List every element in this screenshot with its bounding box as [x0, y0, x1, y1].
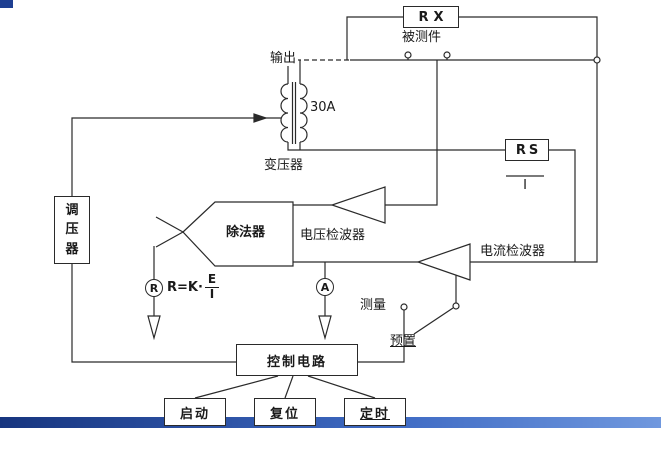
transformer-label: 变压器: [264, 158, 304, 173]
rx-left-lead: [346, 16, 403, 60]
reset-box: 复位: [254, 398, 316, 426]
bottom-accent-bar: [0, 417, 661, 428]
a-meter-circle: A: [316, 278, 334, 296]
voltage-detector-triangle: [330, 186, 386, 224]
control-reset-wire: [284, 375, 294, 399]
dut-label: 被测件: [402, 30, 442, 45]
start-box: 启动: [164, 398, 226, 426]
divider-lead-upper: [155, 216, 184, 233]
control-circuit-box: 控制电路: [236, 344, 358, 376]
wires: [71, 16, 598, 399]
preset-label: 预置: [390, 334, 417, 349]
dut-terminal-left: [404, 51, 412, 59]
r-meter-circle: R: [145, 279, 163, 297]
regulator-control-wire: [71, 264, 236, 363]
control-start-wire: [194, 375, 279, 399]
measure-contact: [400, 303, 408, 311]
divider-lead-lower: [155, 231, 184, 248]
corner-mark: [0, 0, 13, 8]
rx-box: RX: [403, 6, 459, 28]
rx-right-rail: [459, 16, 598, 263]
rs-box: RS: [505, 139, 549, 161]
dut-terminal-right: [443, 51, 451, 59]
switch-control-wire: [358, 310, 405, 363]
switch-common-contact: [452, 302, 460, 310]
voltage-regulator-box: 调压器: [54, 196, 90, 264]
terminal-circles: [400, 51, 601, 311]
formula-fraction: E I: [204, 272, 220, 302]
voltage-sense-wire: [385, 60, 438, 206]
current-detector-triangle: [416, 243, 471, 281]
transformer-symbol: [280, 82, 308, 144]
regulator-feed-wire: [71, 117, 281, 196]
current-rating-label: 30A: [310, 100, 336, 115]
control-timer-wire: [307, 375, 376, 399]
transformer-rs-wire: [287, 142, 505, 151]
output-label: 输出: [268, 51, 299, 67]
timer-box: 定时: [344, 398, 406, 426]
primary-coil: [280, 83, 289, 143]
formula-prefix: R=K·: [167, 279, 203, 295]
formula-denominator: I: [209, 286, 215, 301]
divider-shape: [182, 201, 294, 267]
a-down-arrow: [318, 315, 332, 341]
formula-numerator: E: [204, 272, 220, 288]
voltage-detector-label: 电压检波器: [300, 228, 366, 243]
secondary-coil: [299, 83, 308, 143]
divider-label: 除法器: [226, 225, 266, 240]
voltage-regulator-label: 调压器: [65, 202, 79, 257]
output-end-terminal: [593, 56, 601, 64]
measure-label: 测量: [360, 298, 387, 313]
rs-denominator-label: I: [523, 178, 527, 193]
arrows: [147, 113, 332, 341]
r-down-arrow: [147, 315, 161, 341]
resistance-formula: R=K· E I: [167, 272, 220, 302]
current-detector-label: 电流检波器: [480, 244, 546, 259]
rs-output-wire: [549, 149, 576, 262]
feed-arrow: [253, 113, 268, 123]
switch-arm: [413, 307, 454, 335]
